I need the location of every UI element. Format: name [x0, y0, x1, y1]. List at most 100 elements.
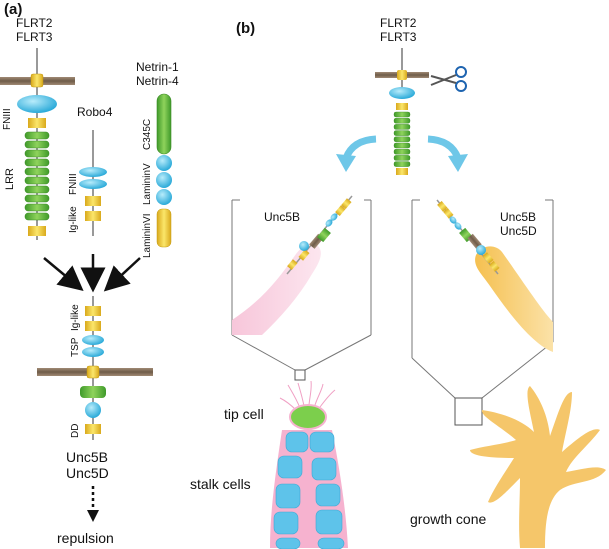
- unc5-tsp-label: TSP: [70, 337, 81, 357]
- dd-domain: [85, 424, 101, 434]
- flrt-title-line1: FLRT2: [16, 16, 53, 30]
- lrr-repeat: [393, 136, 411, 143]
- netrin-title-line1: Netrin-1: [136, 60, 179, 74]
- ig-domain: [85, 321, 101, 331]
- laminin-egf: [156, 155, 172, 171]
- flrt-lrr-label: LRR: [4, 168, 16, 190]
- lrr-repeat: [24, 203, 50, 212]
- netrin-lamininvi-label: LamininVI: [142, 214, 153, 258]
- stalk-cell: [277, 455, 303, 479]
- tm-domain: [397, 70, 407, 80]
- yellow-box: [396, 168, 408, 175]
- yellow-box: [28, 226, 46, 236]
- lrr-repeat: [393, 111, 411, 118]
- stalk-cell: [285, 431, 309, 453]
- lrr-repeat: [24, 194, 50, 203]
- stalk-cell: [273, 511, 299, 535]
- unc5-title-line2: Unc5D: [66, 465, 109, 481]
- stalk-cell: [315, 509, 343, 535]
- fniii-domain: [17, 95, 57, 113]
- lrr-repeat: [24, 167, 50, 176]
- right-receptor-label-1: Unc5B: [500, 210, 536, 224]
- unc5-title-line1: Unc5B: [66, 449, 108, 465]
- fniii-domain: [79, 179, 107, 189]
- unc5-receptor: [37, 296, 153, 440]
- neuron-axon: [475, 246, 553, 352]
- stalk-cell: [315, 483, 341, 507]
- lrr-repeat: [393, 117, 411, 124]
- lrr-repeat: [393, 130, 411, 136]
- robo4-title: Robo4: [77, 105, 113, 119]
- tip-cell: [289, 404, 327, 430]
- vessel-sprout: [270, 380, 348, 549]
- c345c-domain: [156, 93, 172, 155]
- stalk-cell: [275, 483, 301, 509]
- yellow-box: [396, 103, 408, 110]
- yellow-box: [28, 118, 46, 128]
- panel-a-label: (a): [4, 1, 22, 18]
- unc5-iglike-label: Ig-like: [70, 304, 81, 331]
- lrr-repeat: [393, 124, 411, 130]
- endothelial-inset: [231, 199, 372, 371]
- lrr-repeat: [393, 142, 411, 149]
- robo4-iglike-label: Ig-like: [68, 206, 79, 233]
- lrr-repeat: [24, 212, 50, 221]
- lrr-repeat: [393, 161, 411, 167]
- unc5b-left-receptor: [286, 195, 353, 275]
- converging-arrows: [43, 254, 141, 293]
- stalk-cell: [317, 537, 345, 549]
- stalk-cell: [275, 537, 301, 549]
- stalk-cells: [273, 431, 345, 549]
- netrin-lamininv-label: LamininV: [142, 163, 153, 205]
- laminin-egf: [156, 189, 172, 205]
- lrr-domain: [393, 111, 411, 167]
- lrr-repeat: [24, 158, 50, 167]
- flrt-fniii-label: FNIII: [2, 108, 13, 130]
- lrr-repeat: [24, 140, 50, 149]
- lrr-repeat: [393, 155, 411, 161]
- ig-domain: [85, 306, 101, 316]
- curved-arrows: [336, 135, 468, 172]
- unc5-right-receptor: [436, 199, 500, 275]
- panel-b-label: (b): [236, 20, 255, 37]
- flrt-receptor: [0, 48, 75, 240]
- ig-domain: [85, 211, 101, 221]
- zu5-domain: [80, 386, 106, 398]
- tip-cell-label: tip cell: [224, 406, 264, 422]
- zoom-square-right: [454, 397, 483, 426]
- stalk-cell: [309, 431, 335, 453]
- neuron-inset: [411, 199, 554, 399]
- scissors-icon: [430, 66, 467, 92]
- tm-domain: [86, 365, 100, 379]
- growth-cone-label: growth cone: [410, 511, 486, 527]
- stalk-cells-label: stalk cells: [190, 476, 251, 492]
- endothelial-cell: [232, 243, 321, 335]
- laminin-egf: [156, 172, 172, 188]
- tsp-domain: [82, 335, 104, 345]
- flrt-b-title-line1: FLRT2: [380, 16, 417, 30]
- lamininvi-domain: [156, 208, 172, 248]
- flrt-title-line2: FLRT3: [16, 30, 53, 44]
- stalk-cell: [311, 457, 337, 481]
- lrr-repeat: [24, 149, 50, 158]
- lrr-domain: [24, 131, 50, 221]
- left-receptor-label: Unc5B: [264, 210, 300, 224]
- flrt-b-title-line2: FLRT3: [380, 30, 417, 44]
- lrr-repeat: [24, 176, 50, 185]
- fniii-domain: [79, 167, 107, 177]
- fniii-domain: [389, 87, 415, 99]
- flrt-shedding: [375, 48, 429, 175]
- netrin-title-line2: Netrin-4: [136, 74, 179, 88]
- unc5-dd-label: DD: [70, 424, 81, 438]
- netrin-ligand: [156, 93, 172, 248]
- dotted-arrow: [87, 486, 99, 522]
- lrr-repeat: [24, 131, 50, 140]
- zoom-square-left: [294, 369, 306, 381]
- netrin-c345c-label: C345C: [142, 119, 153, 150]
- robo4-fniii-label: FNIII: [68, 173, 79, 195]
- right-receptor-label-2: Unc5D: [500, 224, 537, 238]
- lrr-repeat: [24, 185, 50, 194]
- tsp-domain: [82, 347, 104, 357]
- tm-domain: [30, 73, 44, 88]
